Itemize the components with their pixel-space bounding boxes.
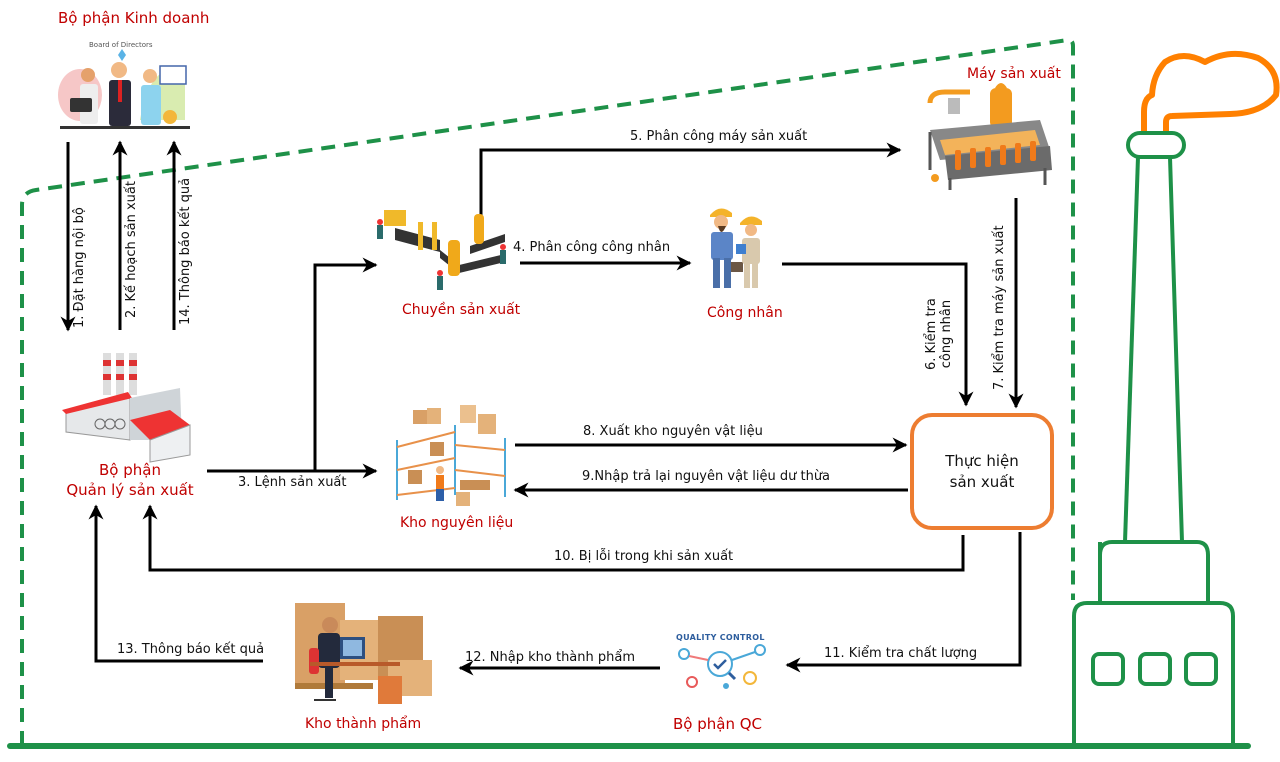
factory-boundary-dashed — [20, 37, 1075, 745]
board-of-directors-icon — [58, 49, 190, 129]
finished-goods-warehouse-icon — [295, 603, 432, 704]
smoke-icon — [1141, 50, 1280, 131]
factory-icon — [62, 353, 191, 463]
production-label-line1: Thực hiện — [945, 451, 1019, 470]
arrow-10 — [142, 504, 965, 572]
flow-label-1: 1. Đặt hàng nội bộ — [72, 207, 87, 328]
workers-label: Công nhân — [707, 305, 783, 321]
management-label-line1: Bộ phận — [99, 461, 161, 479]
flow-label-6-line1: 6. Kiểm tra — [924, 298, 939, 370]
production-machine-icon — [927, 83, 1052, 190]
quality-control-caption: QUALITY CONTROL — [676, 633, 765, 642]
flow-label-14: 14. Thông báo kết quả — [178, 177, 193, 325]
assembly-line-icon — [377, 210, 506, 290]
arrow-5 — [479, 142, 902, 215]
management-label-line2: Quản lý sản xuất — [66, 480, 194, 499]
warehouse-shelves-icon — [396, 405, 506, 506]
flow-label-6: 6. Kiểm tra công nhân — [924, 298, 955, 370]
arrow-11 — [785, 532, 1022, 673]
flow-label-8: 8. Xuất kho nguyên vật liệu — [583, 424, 763, 439]
flow-label-2: 2. Kế hoạch sản xuất — [124, 181, 139, 318]
sales-department-label: Bộ phận Kinh doanh — [58, 9, 210, 27]
machines-label: Máy sản xuất — [967, 66, 1061, 82]
flow-label-12: 12. Nhập kho thành phẩm — [465, 650, 636, 665]
flow-label-11: 11. Kiểm tra chất lượng — [824, 646, 978, 661]
board-of-directors-caption: Board of Directors — [89, 41, 153, 49]
workers-icon — [710, 208, 762, 288]
arrow-6 — [782, 262, 974, 407]
flow-label-4: 4. Phân công công nhân — [513, 240, 671, 255]
raw-warehouse-label: Kho nguyên liệu — [400, 515, 514, 531]
flow-label-13: 13. Thông báo kết quả — [117, 642, 265, 657]
finished-warehouse-label: Kho thành phẩm — [305, 716, 422, 732]
factory-outline-icon — [1072, 131, 1235, 745]
production-label-line2: sản xuất — [949, 472, 1015, 491]
quality-control-icon — [678, 644, 766, 689]
flow-label-7: 7. Kiểm tra máy sản xuất — [992, 225, 1007, 390]
production-execution-box: Thực hiện sản xuất — [910, 413, 1054, 530]
production-line-label: Chuyền sản xuất — [402, 302, 521, 318]
flow-label-9: 9.Nhập trả lại nguyên vật liệu dư thừa — [582, 469, 831, 484]
arrow-3-branch — [313, 257, 378, 471]
flow-label-3: 3. Lệnh sản xuất — [238, 475, 347, 490]
flow-label-6-line2: công nhân — [938, 299, 954, 369]
arrow-13 — [88, 504, 263, 663]
qc-department-label: Bộ phận QC — [673, 715, 763, 733]
management-department-label: Bộ phận Quản lý sản xuất — [60, 462, 200, 498]
flow-label-10: 10. Bị lỗi trong khi sản xuất — [554, 549, 734, 564]
flow-label-5: 5. Phân công máy sản xuất — [630, 129, 808, 144]
